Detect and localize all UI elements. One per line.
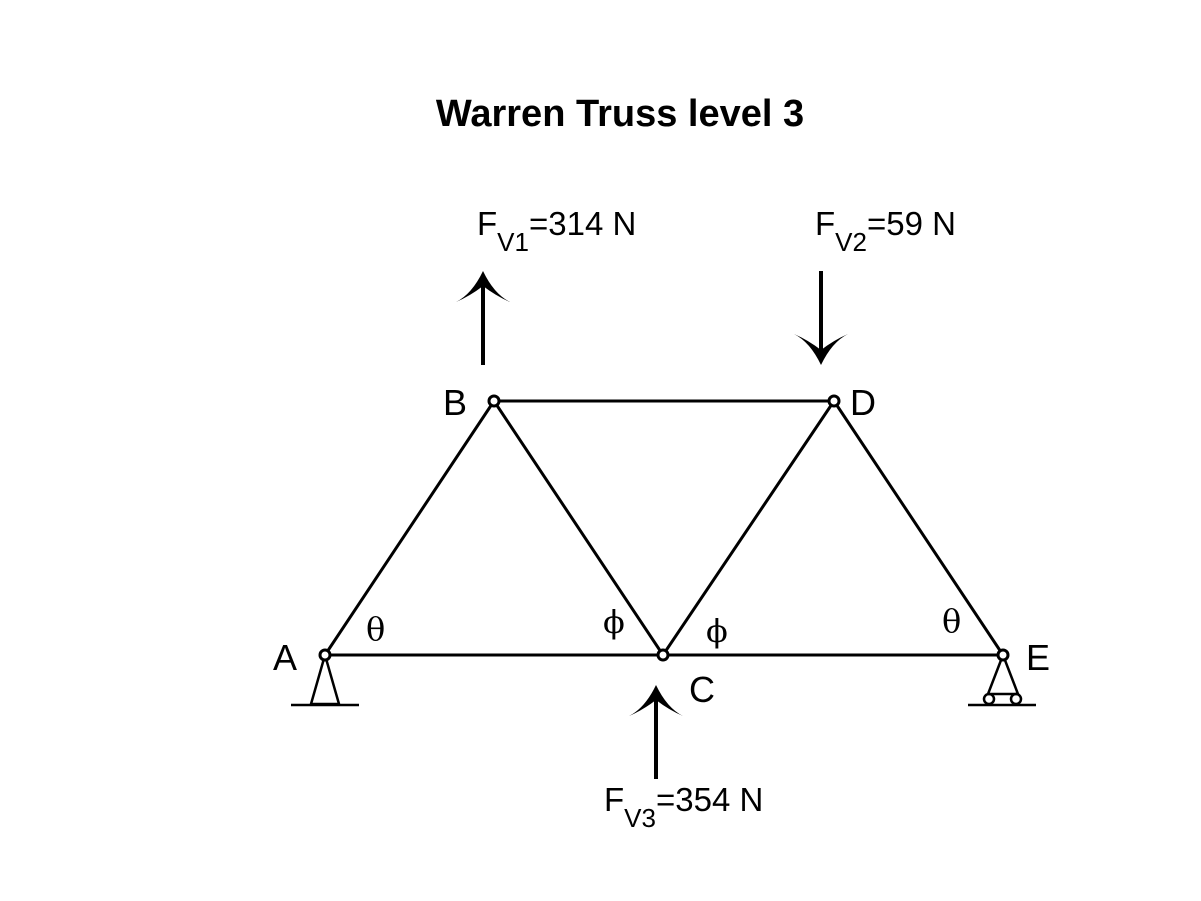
angle-label-phi-left: ϕ [603, 603, 625, 641]
roller-wheel-left [982, 692, 996, 706]
member-cd [661, 399, 836, 657]
force-label-fv1: FV1=314 N [477, 205, 636, 257]
roller-support-triangle [986, 651, 1020, 696]
truss-joints [318, 394, 1010, 662]
arrow-up-icon [456, 271, 510, 302]
joint-b [487, 394, 501, 408]
force-label-fv2: FV2=59 N [815, 205, 956, 257]
member-ab [323, 399, 496, 657]
node-label-b: B [443, 382, 467, 423]
joint-a [318, 648, 332, 662]
arrow-down-icon [794, 334, 848, 365]
pin-support-a [291, 650, 359, 707]
member-bc [492, 399, 665, 657]
roller-support-e [968, 651, 1036, 707]
node-label-e: E [1026, 637, 1050, 678]
angle-label-theta-a: θ [366, 610, 385, 648]
force-arrow-fv2 [794, 271, 848, 365]
diagram-title: Warren Truss level 3 [436, 93, 804, 135]
member-de [832, 399, 1005, 657]
joint-d [827, 394, 841, 408]
force-label-fv3: FV3=354 N [604, 781, 763, 833]
roller-wheel-right [1009, 692, 1023, 706]
node-label-d: D [850, 382, 876, 423]
arrow-up-icon [629, 685, 683, 716]
force-arrow-fv1 [456, 271, 510, 365]
joint-c [656, 648, 670, 662]
node-label-a: A [273, 637, 297, 678]
truss-members [323, 399, 1005, 657]
node-label-c: C [689, 669, 715, 710]
force-arrow-fv3 [629, 685, 683, 779]
joint-e [996, 648, 1010, 662]
angle-label-phi-right: ϕ [706, 612, 728, 650]
pin-support-triangle [309, 650, 341, 706]
angle-label-theta-e: θ [942, 602, 961, 640]
